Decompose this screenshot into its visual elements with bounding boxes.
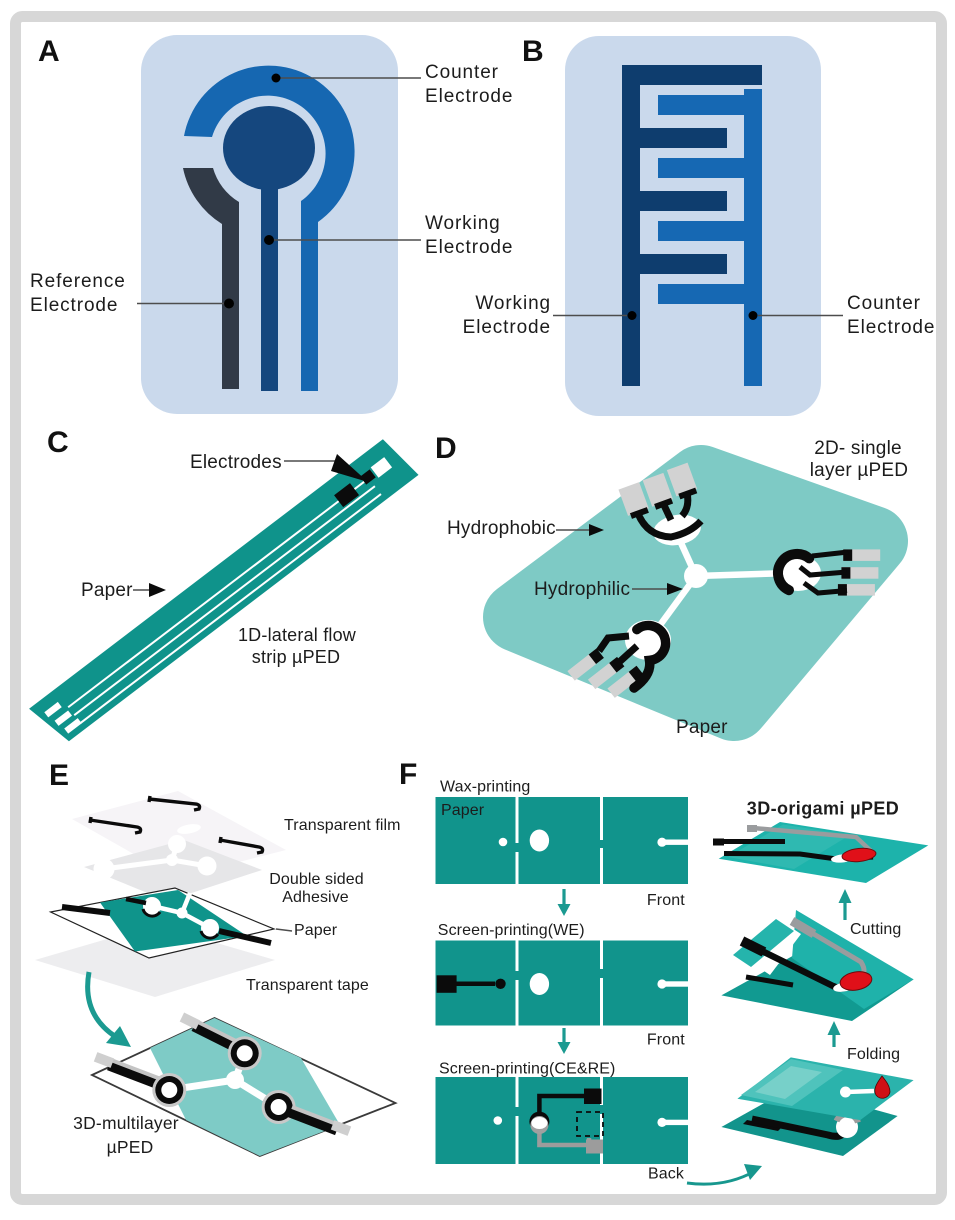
svg-text:Electrode: Electrode (847, 317, 935, 338)
svg-text:Electrode: Electrode (425, 237, 513, 258)
svg-text:Paper: Paper (676, 717, 728, 738)
svg-text:Screen-printing(WE): Screen-printing(WE) (438, 922, 585, 939)
svg-text:Electrode: Electrode (30, 295, 118, 316)
svg-text:Transparent tape: Transparent tape (246, 977, 369, 994)
svg-text:Electrode: Electrode (425, 86, 513, 107)
svg-text:3D-origami µPED: 3D-origami µPED (747, 799, 899, 819)
svg-text:layer µPED: layer µPED (810, 460, 908, 481)
svg-text:Working: Working (475, 293, 551, 314)
svg-text:Front: Front (647, 1032, 685, 1049)
svg-text:C: C (47, 426, 69, 459)
svg-text:Hydrophobic: Hydrophobic (447, 518, 556, 539)
svg-text:D: D (435, 432, 457, 465)
svg-text:F: F (399, 758, 417, 791)
svg-text:Counter: Counter (847, 293, 921, 314)
svg-text:Paper: Paper (81, 580, 133, 601)
svg-text:Paper: Paper (441, 802, 485, 819)
svg-text:1D-lateral flow: 1D-lateral flow (238, 625, 357, 645)
svg-text:Screen-printing(CE&RE): Screen-printing(CE&RE) (439, 1061, 615, 1078)
svg-text:Electrode: Electrode (463, 317, 551, 338)
svg-text:Working: Working (425, 213, 501, 234)
svg-text:Front: Front (647, 892, 685, 909)
svg-text:Adhesive: Adhesive (282, 889, 349, 906)
svg-text:Back: Back (648, 1166, 685, 1183)
svg-text:B: B (522, 35, 544, 68)
svg-text:strip µPED: strip µPED (252, 647, 340, 667)
svg-text:Counter: Counter (425, 62, 499, 83)
svg-text:Wax-printing: Wax-printing (440, 779, 530, 796)
svg-text:Folding: Folding (847, 1046, 900, 1063)
svg-text:Paper: Paper (294, 922, 338, 939)
svg-text:E: E (49, 759, 69, 792)
svg-text:2D- single: 2D- single (814, 438, 902, 459)
svg-text:Double sided: Double sided (269, 871, 364, 888)
svg-text:A: A (38, 35, 60, 68)
svg-text:Transparent film: Transparent film (284, 817, 401, 834)
svg-text:Cutting: Cutting (850, 921, 901, 938)
svg-text:Electrodes: Electrodes (190, 452, 282, 473)
svg-text:µPED: µPED (107, 1137, 154, 1157)
svg-text:Reference: Reference (30, 271, 126, 292)
svg-text:Hydrophilic: Hydrophilic (534, 579, 630, 600)
svg-text:3D-multilayer: 3D-multilayer (73, 1113, 179, 1133)
